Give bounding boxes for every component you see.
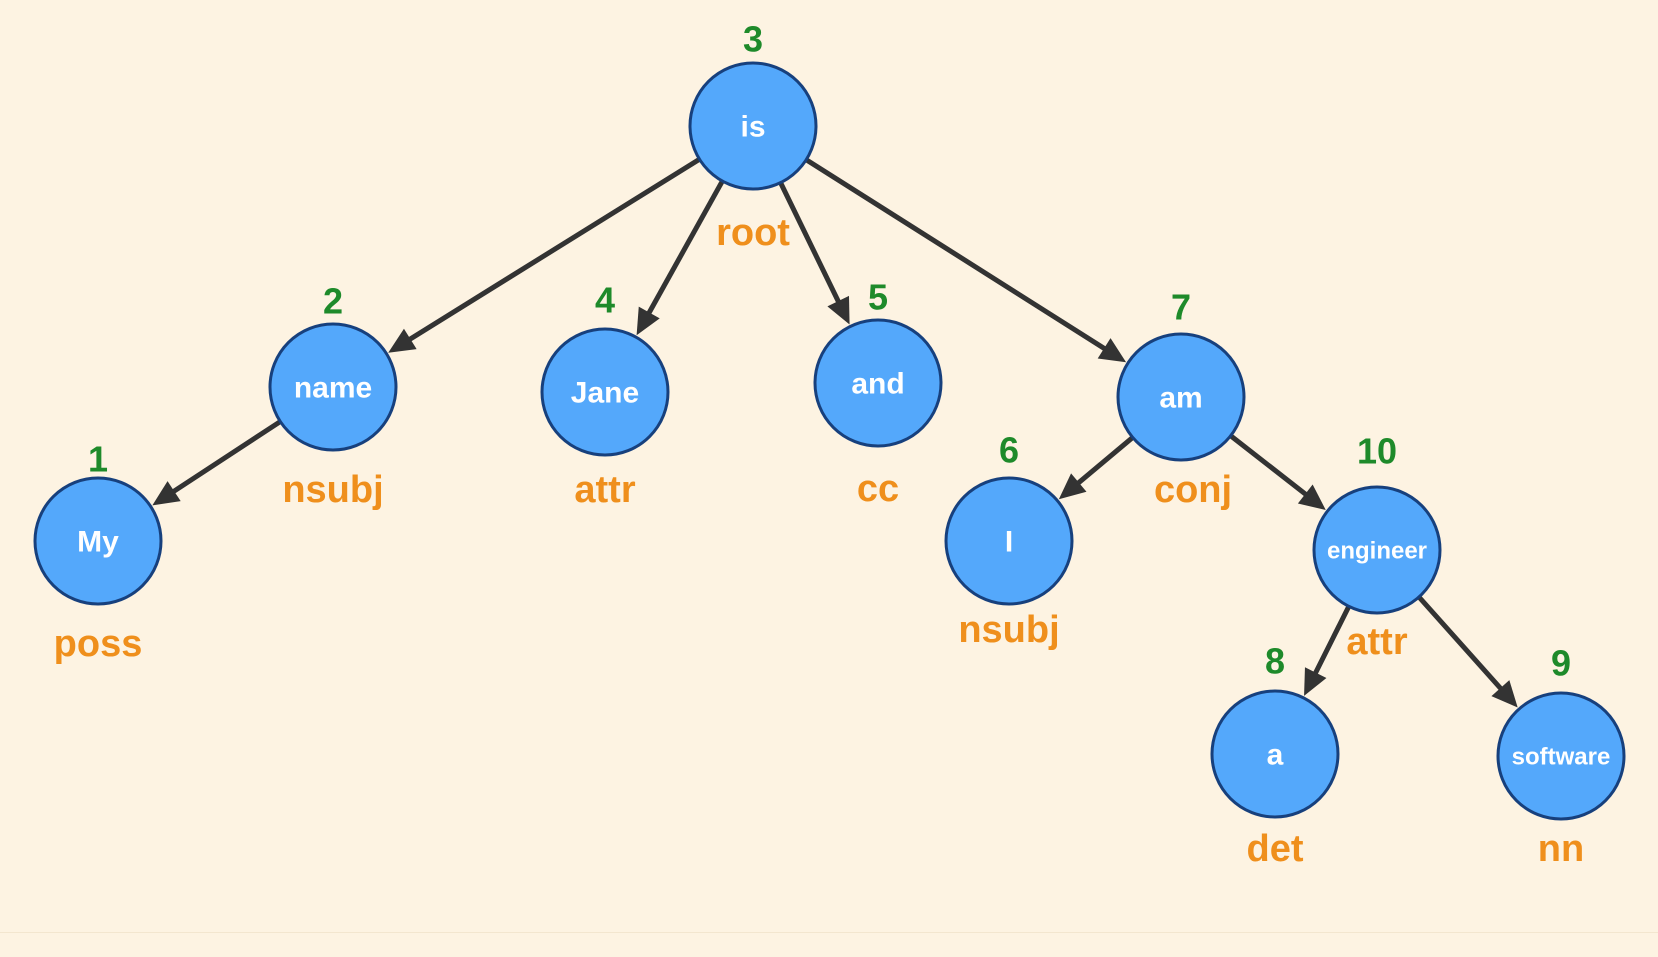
- node-index: 6: [999, 430, 1019, 471]
- node-i: I 6 nsubj: [944, 430, 1074, 651]
- arrowhead: [1097, 338, 1127, 363]
- node-relation: attr: [574, 469, 635, 511]
- node-relation: cc: [857, 468, 899, 510]
- arrowhead: [636, 306, 660, 336]
- edge-3-to-2: [388, 157, 701, 353]
- arrowhead: [1304, 667, 1327, 696]
- node-word: I: [1005, 526, 1013, 559]
- node-word: name: [294, 372, 372, 405]
- node-relation: det: [1247, 828, 1304, 870]
- node-word: and: [851, 368, 904, 401]
- node-index: 1: [88, 439, 108, 480]
- edge-line: [1074, 435, 1135, 488]
- bottom-strip: [0, 932, 1658, 957]
- edges-layer: [152, 157, 1518, 708]
- node-index: 7: [1171, 287, 1191, 328]
- node-and: and 5 cc: [813, 277, 943, 510]
- node-index: 3: [743, 19, 763, 60]
- node-circle: [813, 318, 943, 448]
- node-circle: [33, 476, 163, 606]
- node-circle: [1312, 485, 1442, 615]
- edge-3-to-4: [636, 179, 725, 336]
- edge-line: [405, 157, 701, 344]
- node-word: My: [77, 526, 119, 559]
- node-engineer: engineer 10 attr: [1312, 431, 1442, 663]
- node-my: My 1 poss: [33, 439, 163, 665]
- arrowhead: [1491, 680, 1518, 708]
- node-word: is: [740, 111, 765, 144]
- node-relation: nn: [1538, 828, 1584, 870]
- edge-7-to-6: [1058, 435, 1135, 500]
- arrowhead: [1297, 484, 1326, 511]
- edge-3-to-5: [778, 181, 850, 325]
- arrowhead: [827, 295, 850, 325]
- arrowhead: [152, 481, 181, 506]
- node-relation: root: [716, 212, 790, 254]
- node-index: 10: [1357, 431, 1397, 472]
- node-software: software 9 nn: [1496, 643, 1626, 870]
- node-word: a: [1267, 739, 1284, 772]
- node-index: 2: [323, 281, 343, 322]
- node-circle: [1496, 691, 1626, 821]
- node-name: name 2 nsubj: [268, 281, 398, 511]
- edge-2-to-1: [152, 419, 282, 506]
- node-relation: poss: [54, 623, 143, 665]
- edge-3-to-7: [804, 157, 1127, 363]
- edge-line: [1311, 605, 1352, 678]
- node-index: 5: [868, 277, 888, 318]
- edge-line: [169, 419, 282, 496]
- node-circle: [1210, 689, 1340, 819]
- node-jane: Jane 4 attr: [540, 280, 670, 511]
- node-circle: [1116, 332, 1246, 462]
- node-word: software: [1512, 744, 1611, 771]
- node-index: 4: [595, 280, 615, 321]
- edge-line: [778, 181, 843, 306]
- node-index: 9: [1551, 643, 1571, 684]
- node-word: am: [1159, 382, 1202, 415]
- node-a: a 8 det: [1210, 641, 1340, 870]
- node-index: 8: [1265, 641, 1285, 682]
- node-relation: nsubj: [282, 469, 383, 511]
- arrowhead: [1058, 473, 1087, 500]
- node-relation: nsubj: [958, 609, 1059, 651]
- edge-line: [804, 157, 1109, 353]
- edge-7-to-10: [1229, 433, 1326, 511]
- nodes-layer: My1possname2nsubjis3rootJane4attrand5ccI…: [33, 19, 1626, 870]
- edge-line: [1229, 433, 1310, 499]
- node-is: is 3 root: [688, 19, 818, 254]
- arrowhead: [388, 328, 417, 353]
- edge-10-to-9: [1417, 595, 1518, 708]
- edge-line: [1417, 595, 1505, 693]
- node-circle: [268, 322, 398, 452]
- node-word: Jane: [571, 377, 639, 410]
- node-am: am 7 conj: [1116, 287, 1246, 511]
- node-relation: attr: [1346, 621, 1407, 663]
- edge-10-to-8: [1304, 605, 1352, 696]
- node-circle: [688, 61, 818, 191]
- node-word: engineer: [1327, 538, 1427, 565]
- node-circle: [540, 327, 670, 457]
- edge-line: [645, 179, 725, 318]
- node-circle: [944, 476, 1074, 606]
- node-relation: conj: [1154, 469, 1232, 511]
